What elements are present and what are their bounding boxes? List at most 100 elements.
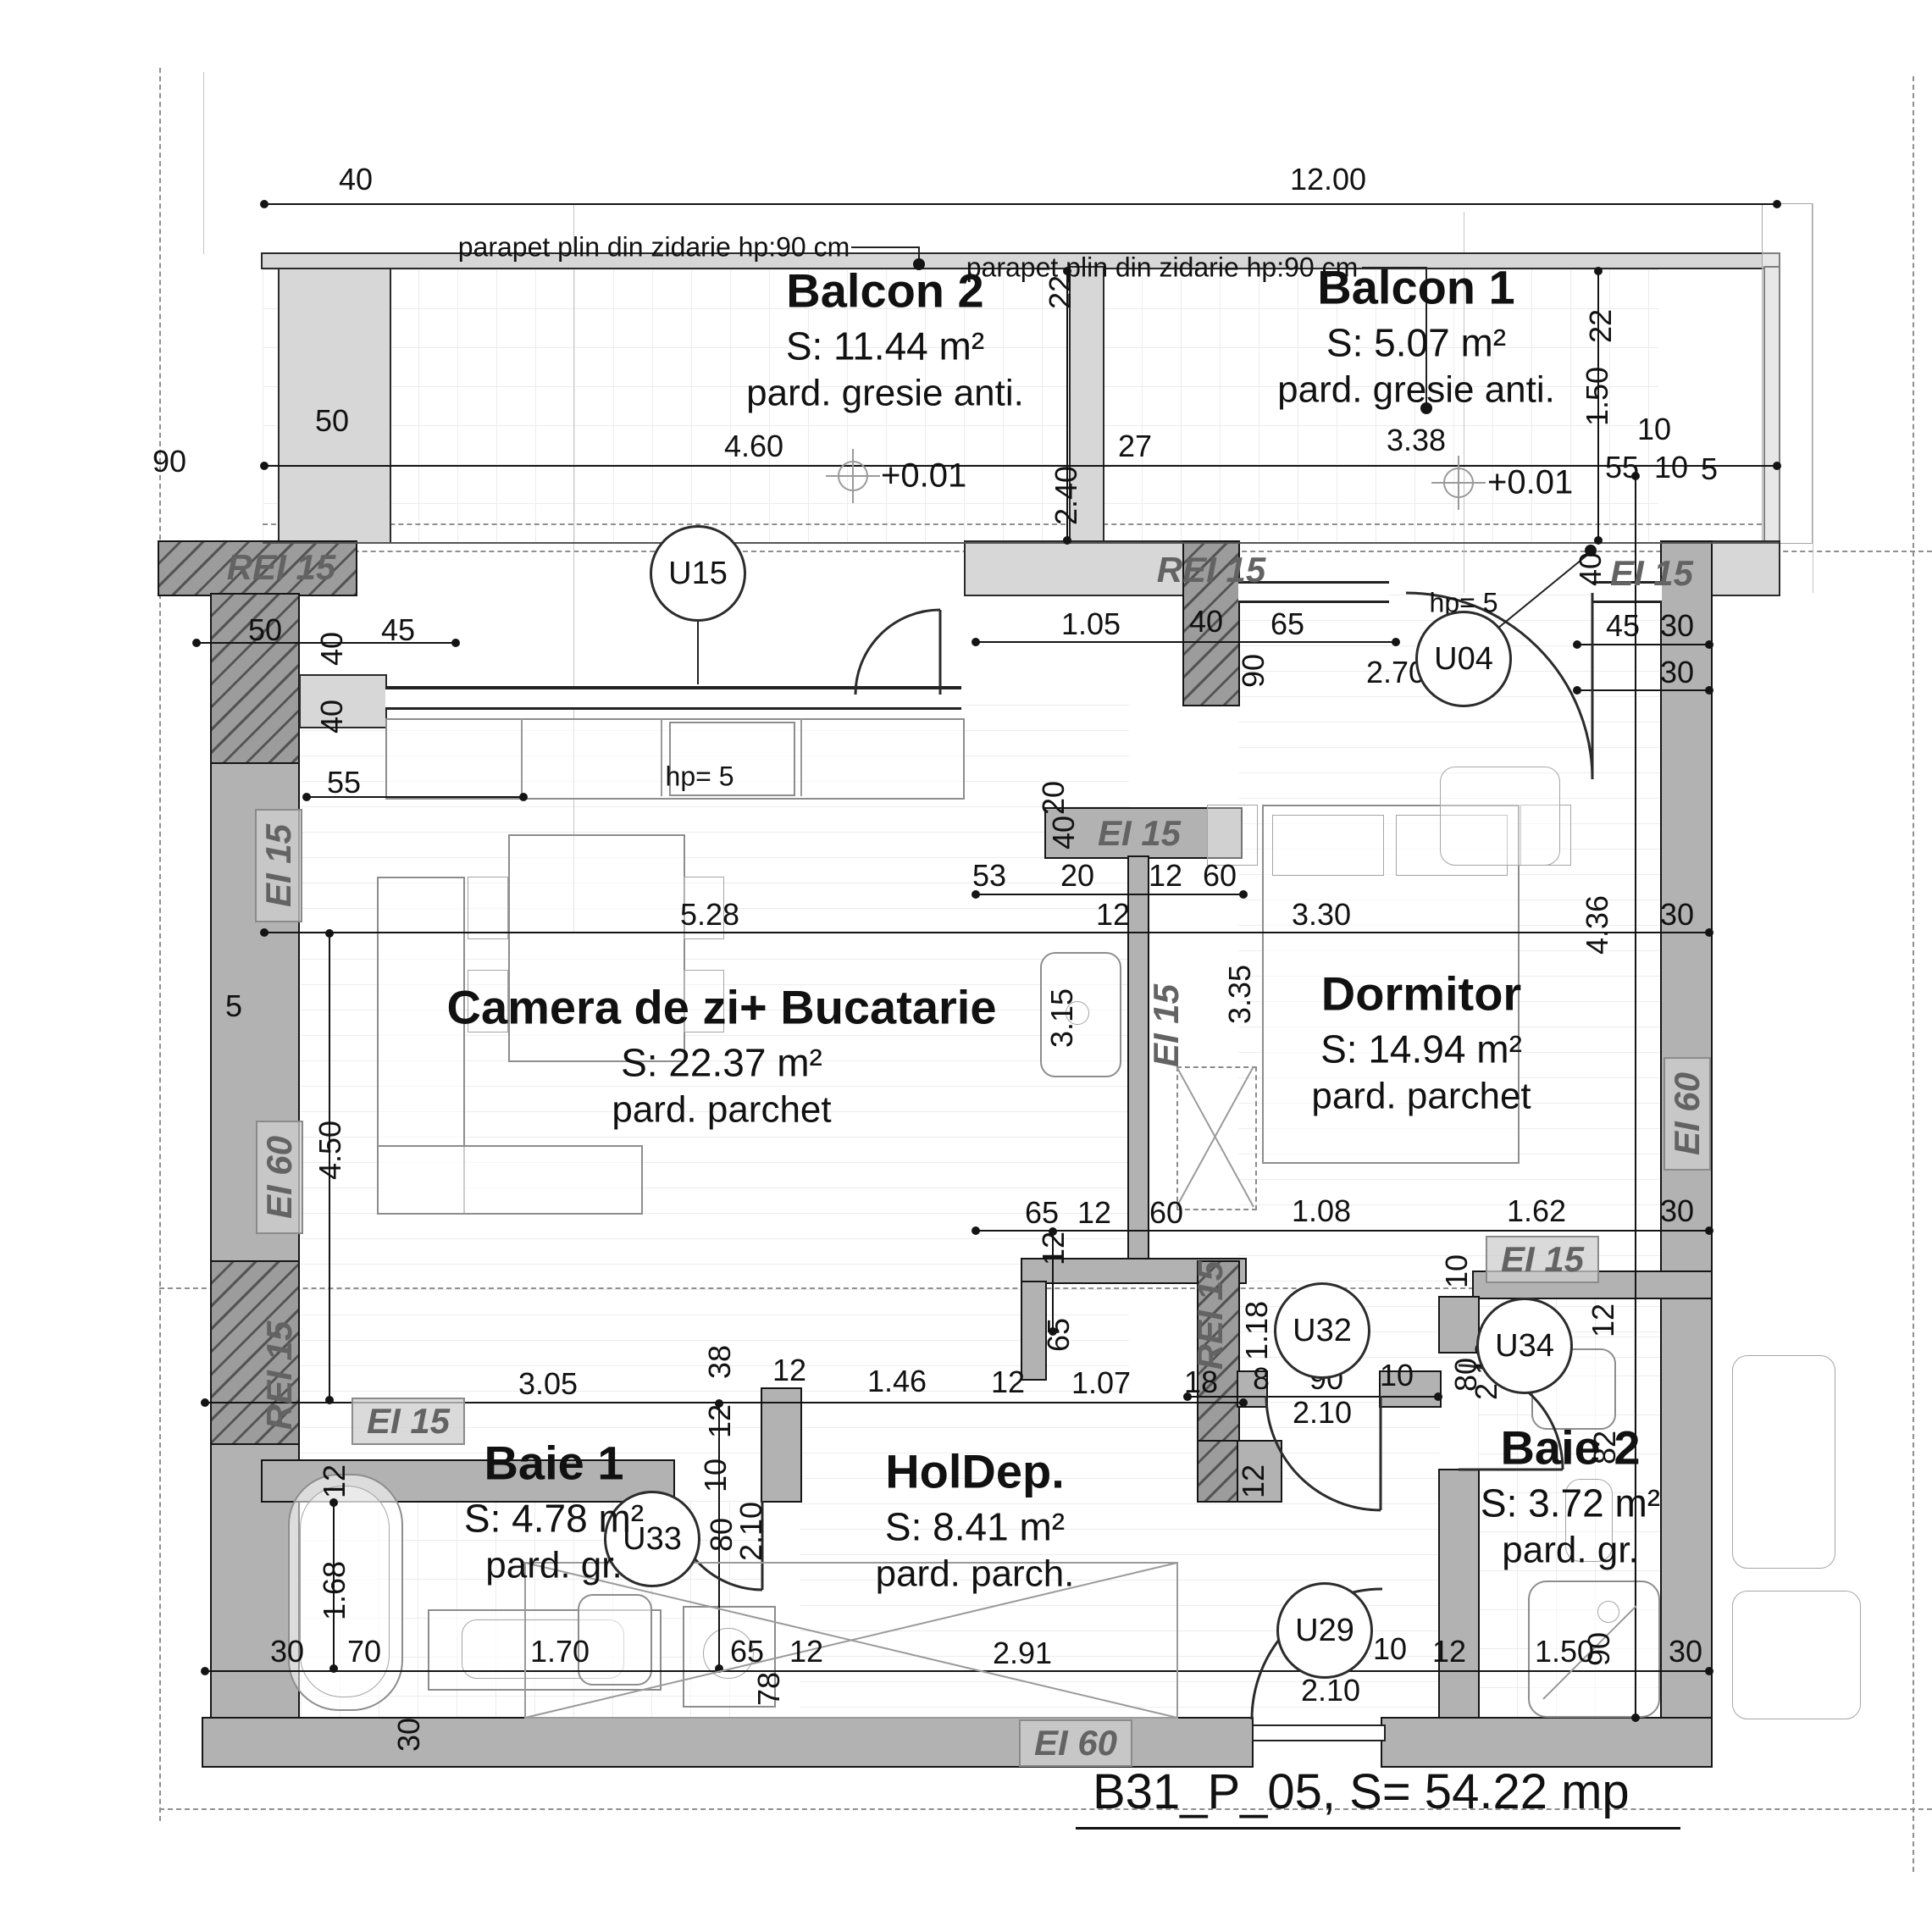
- room-floor-finish: pard. gresie anti.: [1277, 368, 1555, 411]
- wall-fire-rating-label: EI 60: [1664, 1056, 1711, 1171]
- wall-fire-rating-label: EI 60: [1018, 1719, 1133, 1767]
- dim-label: 10: [1439, 1254, 1474, 1289]
- dim-label: 60: [1149, 1195, 1184, 1230]
- dim-label: 30: [1659, 655, 1695, 689]
- room-floor-finish: pard. gr.: [485, 1544, 623, 1586]
- pillow: [1272, 815, 1384, 876]
- dim-label: 20: [1036, 780, 1071, 816]
- dim-label: 1.07: [1071, 1365, 1132, 1400]
- dim-label: 4.36: [1580, 894, 1614, 955]
- annotation-note: parapet plin din zidarie hp:90 cm: [966, 252, 1359, 283]
- dim-line-v: [1049, 1227, 1057, 1336]
- room-name: Baie 1: [484, 1436, 624, 1490]
- property-line-left: [159, 68, 161, 1821]
- sink-faucet: [1066, 1001, 1089, 1025]
- dim-line: [972, 1226, 1713, 1235]
- nightstand: [1207, 805, 1258, 866]
- dim-line: [972, 638, 1400, 646]
- room-name: HolDep.: [885, 1444, 1065, 1498]
- wall-baie2-left-upper: [1438, 1296, 1480, 1354]
- chair: [468, 970, 508, 1032]
- dim-label: 4.60: [723, 429, 784, 463]
- neighbor-fixture: [1732, 1591, 1861, 1719]
- entry-door-leaf: [1252, 1724, 1386, 1741]
- dim-label: 3.35: [1222, 964, 1257, 1025]
- opening-tag-u15: U15: [650, 525, 746, 622]
- dim-label: 1.08: [1291, 1193, 1352, 1228]
- sofa-horizontal: [377, 1145, 643, 1215]
- dim-label: 4.50: [313, 1120, 347, 1181]
- plan-title: B31_P_05, S= 54.22 mp: [1076, 1763, 1680, 1830]
- wall-band-mid: [964, 540, 1186, 596]
- pillow: [1396, 815, 1508, 876]
- dim-label: 12: [990, 1365, 1026, 1399]
- counter-divider: [661, 718, 662, 796]
- dim-line: [260, 200, 1781, 208]
- dim-label: 50: [247, 612, 283, 647]
- dim-label: 50: [314, 403, 350, 438]
- counter-divider: [521, 718, 523, 796]
- dim-label: 18: [1183, 1365, 1219, 1399]
- dim-label: 40: [1188, 604, 1224, 639]
- dim-label: 8: [1252, 1361, 1270, 1396]
- dim-line: [201, 1398, 1248, 1407]
- wall-l-vert: [1021, 1281, 1047, 1381]
- window-dormitor-1: [1238, 581, 1389, 603]
- room-floor-finish: pard. gresie anti.: [746, 372, 1024, 414]
- dim-line: [192, 639, 460, 647]
- dim-label: 45: [380, 612, 416, 647]
- room-area: S: 3.72 m²: [1480, 1481, 1661, 1525]
- room-name: Baie 2: [1500, 1420, 1641, 1475]
- dim-label: 10: [1636, 412, 1672, 446]
- dim-line: [302, 793, 528, 801]
- dim-label: 12: [772, 1353, 807, 1387]
- dim-label: 30: [1668, 1634, 1703, 1669]
- wall-kitchen-partition: [1127, 855, 1149, 1264]
- dim-label: 1.68: [317, 1560, 352, 1621]
- wall-fire-rating-label: EI 60: [256, 1120, 303, 1235]
- dim-line: [972, 890, 1248, 899]
- room-name: Balcon 1: [1317, 260, 1515, 314]
- wall-rei15-topleft: [158, 540, 357, 596]
- room-area: S: 14.94 m²: [1320, 1027, 1522, 1071]
- property-line-right: [1913, 76, 1914, 1872]
- axis-line-bottom: [159, 1808, 1932, 1810]
- room-name: Balcon 2: [786, 263, 984, 318]
- room-floor-finish: pard. parchet: [612, 1088, 832, 1131]
- wall-left-rei15: [210, 1260, 300, 1447]
- dim-label: 90: [1581, 1631, 1616, 1667]
- level-annotation: +0.01: [1487, 463, 1574, 501]
- opening-tag-u34: U34: [1476, 1298, 1573, 1394]
- bed: [1262, 805, 1520, 1164]
- opening-tag-u29: U29: [1276, 1582, 1373, 1679]
- wall-band-right: [1709, 540, 1780, 596]
- room-area: S: 22.37 m²: [621, 1040, 822, 1085]
- level-annotation: +0.01: [881, 457, 967, 495]
- dim-label: 1.46: [866, 1364, 927, 1398]
- dim-label: 1.50: [1534, 1634, 1595, 1669]
- wall-fire-rating-label: EI 15: [351, 1398, 466, 1445]
- armchair: [1440, 767, 1560, 866]
- dim-label: 2.10: [1292, 1395, 1353, 1430]
- dim-label: 12: [1077, 1195, 1112, 1230]
- dim-label: 90: [1236, 653, 1270, 689]
- dim-label: 30: [1659, 897, 1695, 932]
- dim-label: 10: [698, 1458, 733, 1493]
- dim-label: 65: [1270, 606, 1305, 641]
- wall-ei15-dorm-entry: [1044, 807, 1243, 859]
- washbasin-baie2: [1565, 1479, 1613, 1562]
- dim-line: [1573, 640, 1713, 649]
- dining-table: [508, 834, 685, 1062]
- dim-label: 12: [1036, 1231, 1071, 1266]
- bathtub-inner: [300, 1486, 390, 1697]
- wall-fire-rating-label: REI 15: [1156, 550, 1266, 590]
- dim-label: 70: [346, 1634, 382, 1669]
- wall-baie1-stub: [761, 1387, 802, 1503]
- balcony-edge-line: [263, 542, 1779, 544]
- dim-label: 40: [314, 631, 349, 667]
